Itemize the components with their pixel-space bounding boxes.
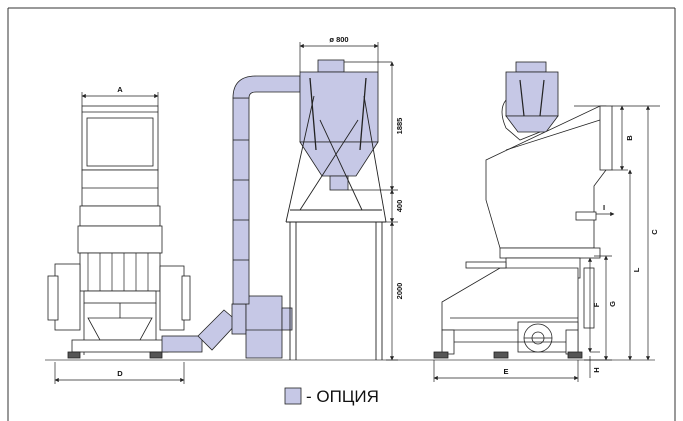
label-diameter: ø 800 bbox=[329, 35, 348, 44]
label-a: A bbox=[117, 85, 123, 94]
option-blower bbox=[245, 295, 293, 359]
label-e: E bbox=[503, 367, 508, 376]
label-g: G bbox=[608, 301, 617, 307]
label-c: C bbox=[650, 229, 659, 235]
label-l: L bbox=[632, 267, 641, 272]
granulator-side-view bbox=[433, 61, 613, 359]
label-b: B bbox=[625, 135, 634, 141]
dimension-lines bbox=[54, 42, 660, 384]
granulator-front-view bbox=[47, 105, 191, 359]
legend: - ОПЦИЯ bbox=[284, 387, 379, 406]
page-frame bbox=[7, 7, 676, 421]
label-400: 400 bbox=[395, 200, 404, 213]
label-h: H bbox=[592, 367, 601, 372]
label-2000: 2000 bbox=[395, 283, 404, 300]
legend-text: - ОПЦИЯ bbox=[306, 387, 379, 406]
option-vertical-duct bbox=[232, 75, 301, 305]
cyclone-stand bbox=[285, 95, 387, 360]
option-cyclone bbox=[299, 59, 379, 191]
label-f: F bbox=[592, 302, 601, 307]
label-1885: 1885 bbox=[395, 118, 404, 135]
legend-swatch bbox=[284, 387, 302, 405]
label-i: I bbox=[603, 203, 605, 212]
option-duct bbox=[161, 303, 247, 353]
label-d: D bbox=[117, 369, 123, 378]
